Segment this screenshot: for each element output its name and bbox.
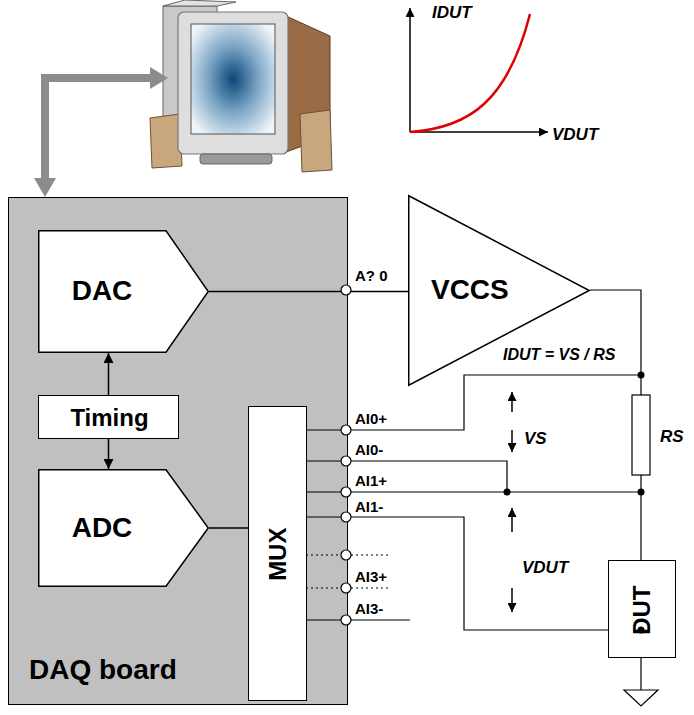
monitor-bezel xyxy=(178,12,288,154)
block-label: DAC xyxy=(72,276,133,307)
monitor-screen xyxy=(191,24,275,134)
axis-label: VDUT xyxy=(552,126,598,143)
block-label: MUX xyxy=(265,528,291,581)
pin-terminal xyxy=(341,425,351,435)
signal-connector xyxy=(209,291,408,293)
pin-name: AI1- xyxy=(355,499,383,514)
resistor-symbol xyxy=(632,395,650,475)
wire xyxy=(351,517,641,630)
block-label: DAQ board xyxy=(29,655,177,686)
pin-name: AI3+ xyxy=(355,569,387,584)
text-holder: MUX xyxy=(249,407,308,702)
bus-arrow xyxy=(45,78,150,180)
wire xyxy=(590,290,641,395)
junction-dot xyxy=(638,372,645,379)
wire xyxy=(351,461,507,492)
timing-block: Timing xyxy=(38,395,179,439)
speaker-right xyxy=(300,110,332,172)
iv-curve xyxy=(410,14,530,132)
mux-wire xyxy=(306,587,341,588)
voltage-arrow xyxy=(511,430,513,452)
signal-connector xyxy=(108,439,110,469)
formula-label: IDUT = VS / RS xyxy=(503,347,615,363)
pin-name: AI0- xyxy=(355,442,383,457)
pin-terminal xyxy=(341,550,351,560)
speaker-left xyxy=(150,114,182,168)
bus-arrow-head xyxy=(150,67,168,89)
pin-terminal xyxy=(341,487,351,497)
bus-arrow-head xyxy=(34,178,56,197)
dac-block: DAC xyxy=(38,230,209,353)
pin-name: AI0+ xyxy=(355,411,387,426)
pin-name: AI1+ xyxy=(355,473,387,488)
pin-name: A? 0 xyxy=(355,268,388,283)
voltage-arrow xyxy=(511,392,513,412)
pin-name: AI3- xyxy=(355,601,383,616)
block-label: VCCS xyxy=(431,275,509,306)
graph-axis xyxy=(410,131,548,133)
adc-block: ADC xyxy=(38,469,209,587)
wire xyxy=(351,491,641,492)
junction-dot xyxy=(638,489,645,496)
wire xyxy=(640,475,641,560)
board-fill xyxy=(8,197,348,705)
mux-block: MUX xyxy=(248,406,307,701)
pc-tower-top xyxy=(163,0,236,6)
signal-connector xyxy=(108,353,110,395)
mux-wire xyxy=(306,619,341,620)
mux-wire xyxy=(306,491,341,492)
axis-label: IDUT xyxy=(432,4,472,21)
wire xyxy=(351,619,410,620)
mux-wire xyxy=(306,429,341,430)
shape-outline xyxy=(39,470,209,587)
ground-symbol xyxy=(624,690,658,706)
mux-wire xyxy=(306,554,341,555)
block-label: Timing xyxy=(70,405,148,431)
junction-dot xyxy=(504,489,511,496)
monitor-base xyxy=(200,154,272,164)
block-label: DUT xyxy=(630,585,656,634)
wire xyxy=(351,587,390,588)
text-holder: DAC xyxy=(38,230,166,353)
mux-wire xyxy=(306,460,341,461)
pin-terminal xyxy=(341,615,351,625)
pin-terminal xyxy=(341,512,351,522)
wire xyxy=(351,375,641,430)
signal-connector xyxy=(209,527,248,529)
text-holder: DAQ board xyxy=(29,655,177,686)
voltage-arrow xyxy=(511,508,513,532)
text-holder: ADC xyxy=(38,469,166,587)
pin-terminal xyxy=(341,456,351,466)
junction-dot xyxy=(638,627,645,634)
voltage-arrow xyxy=(511,588,513,612)
graph-axis xyxy=(409,8,411,132)
dut-box: DUT xyxy=(608,560,676,658)
signal-name: VDUT xyxy=(522,559,568,576)
shape-outline xyxy=(39,231,209,353)
pin-terminal xyxy=(341,583,351,593)
text-holder: DUT xyxy=(609,561,677,659)
mux-wire xyxy=(306,516,341,517)
signal-name: VS xyxy=(524,430,547,447)
pin-terminal xyxy=(341,285,351,295)
text-holder: Timing xyxy=(39,396,180,440)
daq-board: DAQ board DAC TimingADC MUX xyxy=(8,197,348,705)
component-label: RS xyxy=(660,428,684,445)
wire xyxy=(640,658,641,690)
block-label: ADC xyxy=(72,513,133,544)
wire xyxy=(351,554,390,555)
